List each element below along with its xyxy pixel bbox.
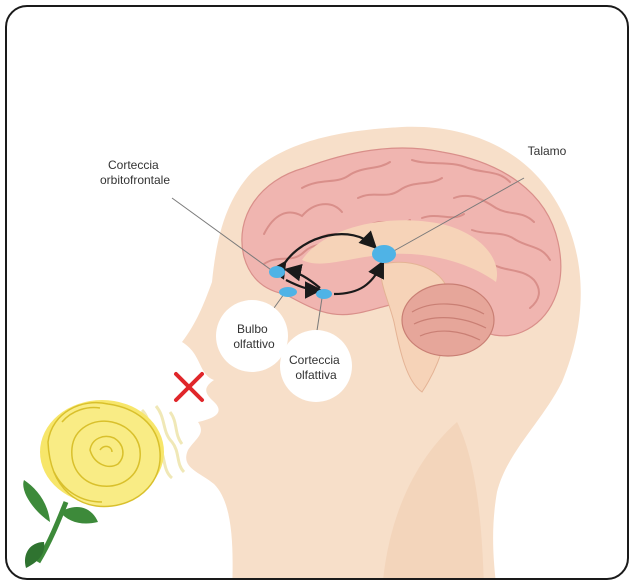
orbitofrontal-node (269, 266, 285, 278)
olfactory-cortex-node (316, 289, 332, 299)
red-x-icon (176, 374, 202, 400)
rose-leaf-2 (60, 507, 98, 523)
olfactory-bulb-node (279, 287, 297, 297)
olfaction-diagram: Corteccia orbitofrontale Talamo Bulbo ol… (7, 7, 629, 580)
cerebellum (402, 284, 494, 356)
orbitofrontal-label: Corteccia orbitofrontale (100, 158, 170, 187)
yellow-rose (40, 400, 164, 506)
olfactory-bulb-label: Bulbo olfattivo (233, 322, 275, 351)
bulb-label-bubble (216, 300, 288, 372)
thalamus-node (372, 245, 396, 263)
rose-leaf-1 (23, 480, 50, 522)
thalamus-label: Talamo (528, 144, 567, 158)
olfactory-cortex-label: Corteccia olfattiva (289, 353, 343, 382)
diagram-frame: Corteccia orbitofrontale Talamo Bulbo ol… (5, 5, 629, 580)
rose-leaf-3 (25, 542, 44, 568)
